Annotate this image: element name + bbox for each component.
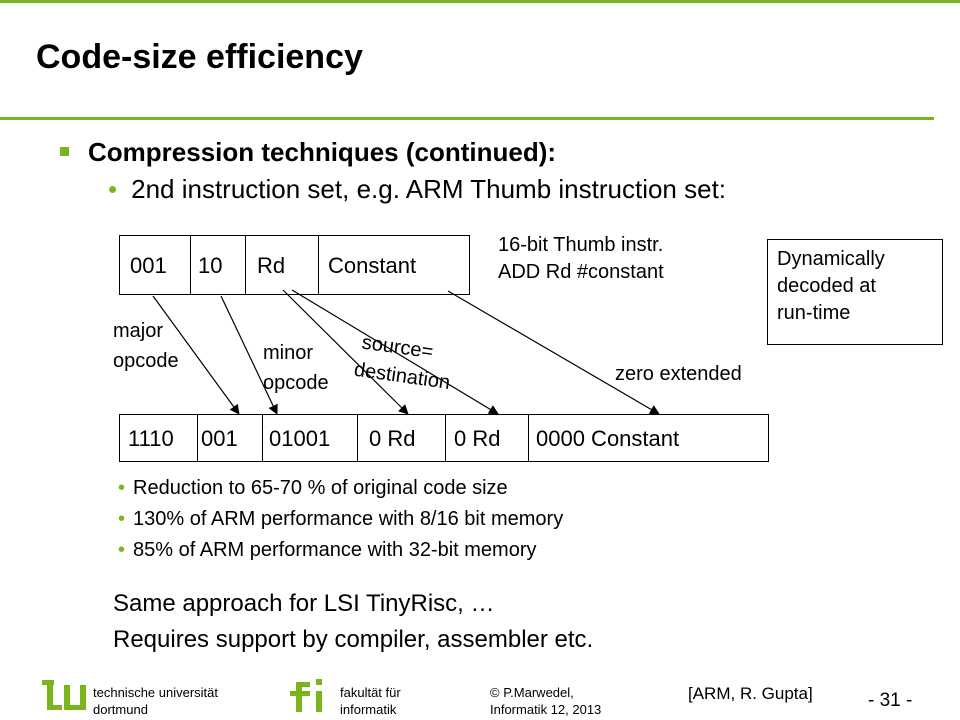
main-bullet: Compression techniques (continued): xyxy=(60,137,556,168)
fi-logo-bar xyxy=(296,682,310,687)
fi-logo xyxy=(290,678,330,714)
minor-label-line2: opcode xyxy=(263,372,329,394)
dot-bullet-icon: • xyxy=(118,477,126,499)
page-number: - 31 - xyxy=(868,690,913,711)
tu-logo-bar xyxy=(47,705,62,710)
top-accent-line xyxy=(0,0,960,3)
title-rule xyxy=(0,117,934,120)
arrow-constant xyxy=(447,290,660,415)
arm-field-separator xyxy=(197,414,198,462)
arm-field-condition: 1110 xyxy=(128,426,174,451)
fi-logo-dot xyxy=(316,679,322,685)
faculty-line2: informatik xyxy=(340,702,397,717)
thumb-instruction-box xyxy=(119,235,470,295)
major-label-line2: opcode xyxy=(113,350,179,372)
decode-box-text: Dynamically decoded at run-time xyxy=(777,246,885,327)
result-text: Reduction to 65-70 % of original code si… xyxy=(133,477,508,499)
arm-field-constant: 0000 Constant xyxy=(536,426,680,451)
result-item: • 130% of ARM performance with 8/16 bit m… xyxy=(118,508,563,531)
tu-logo-bar xyxy=(47,680,53,710)
minor-opcode-label: minor opcode xyxy=(263,338,329,398)
decode-line2: decoded at xyxy=(777,275,876,297)
source-citation: [ARM, R. Gupta] xyxy=(688,684,813,703)
thumb-field-separator xyxy=(318,235,319,295)
university-line1: technische universität xyxy=(93,685,219,700)
minor-label-line1: minor xyxy=(263,342,314,364)
result-item: • 85% of ARM performance with 32-bit memo… xyxy=(118,539,537,562)
tu-logo-bar xyxy=(64,685,70,710)
arrow-rd-destination xyxy=(291,289,499,415)
thumb-field-minor-opcode: 10 xyxy=(198,253,223,278)
arm-field-separator xyxy=(445,414,446,462)
arrow-major-opcode xyxy=(152,295,240,415)
thumb-field-rd: Rd xyxy=(257,253,286,278)
main-bullet-text: Compression techniques (continued): xyxy=(88,137,557,167)
arrow-minor-opcode xyxy=(220,295,278,415)
result-text: 130% of ARM performance with 8/16 bit me… xyxy=(133,508,564,530)
arm-field-rn: 0 Rd xyxy=(369,426,416,451)
arm-field-separator xyxy=(528,414,529,462)
decode-line1: Dynamically xyxy=(777,248,885,270)
faculty-name: fakultät für informatik xyxy=(340,684,401,718)
fi-logo-bar xyxy=(290,691,310,696)
author-line1: © P.Marwedel, xyxy=(490,685,574,700)
university-name: technische universität dortmund xyxy=(93,684,218,718)
square-bullet-icon xyxy=(60,146,69,156)
arm-field-minor-opcode: 01001 xyxy=(269,426,331,451)
tu-logo-bar xyxy=(80,685,86,710)
major-label-line1: major xyxy=(113,320,164,342)
author-credit: © P.Marwedel, Informatik 12, 2013 xyxy=(490,684,601,718)
sub-bullet-text: 2nd instruction set, e.g. ARM Thumb inst… xyxy=(131,174,727,204)
result-text: 85% of ARM performance with 32-bit memor… xyxy=(133,539,537,561)
arm-field-major-opcode: 001 xyxy=(201,426,238,451)
tu-logo xyxy=(42,678,88,714)
slide-title: Code-size efficiency xyxy=(36,38,363,76)
university-line2: dortmund xyxy=(93,702,148,717)
arm-instruction-box xyxy=(119,414,769,462)
thumb-caption: 16-bit Thumb instr. ADD Rd #constant xyxy=(498,232,664,286)
sub-bullet: • 2nd instruction set, e.g. ARM Thumb ins… xyxy=(108,174,726,205)
zero-extended-label: zero extended xyxy=(615,363,742,385)
thumb-field-constant: Constant xyxy=(328,253,417,278)
arm-field-separator xyxy=(357,414,358,462)
major-opcode-label: major opcode xyxy=(113,316,179,376)
dot-bullet-icon: • xyxy=(118,539,126,561)
dot-bullet-icon: • xyxy=(108,174,118,204)
fi-logo-bar xyxy=(316,691,322,712)
thumb-field-separator xyxy=(245,235,246,295)
thumb-caption-line2: ADD Rd #constant xyxy=(498,261,664,283)
decode-line3: run-time xyxy=(777,302,851,324)
arrow-rd-source xyxy=(282,289,409,415)
tu-logo-bar xyxy=(64,705,86,710)
arm-field-separator xyxy=(262,414,263,462)
thumb-field-major-opcode: 001 xyxy=(130,253,167,278)
fi-logo-bar xyxy=(296,682,302,712)
thumb-field-separator xyxy=(190,235,191,295)
closing-line-2: Requires support by compiler, assembler … xyxy=(113,626,594,653)
dot-bullet-icon: • xyxy=(118,508,126,530)
decode-box xyxy=(767,239,943,345)
closing-line-1: Same approach for LSI TinyRisc, … xyxy=(113,590,495,617)
faculty-line1: fakultät für xyxy=(340,685,401,700)
arm-field-rd: 0 Rd xyxy=(454,426,501,451)
author-line2: Informatik 12, 2013 xyxy=(490,702,602,717)
thumb-caption-line1: 16-bit Thumb instr. xyxy=(498,234,664,256)
result-item: • Reduction to 65-70 % of original code s… xyxy=(118,477,508,500)
